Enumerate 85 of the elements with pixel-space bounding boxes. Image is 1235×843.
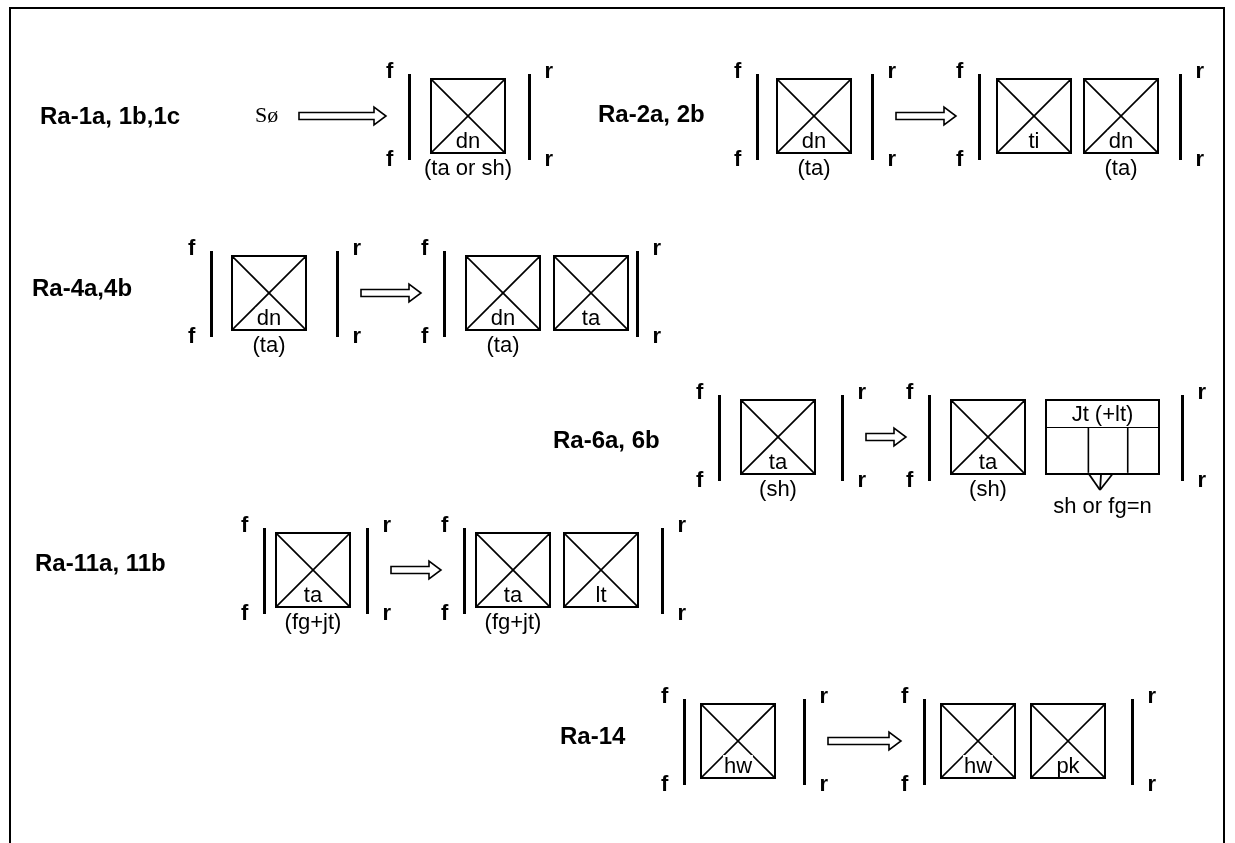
crossed-box	[563, 532, 639, 608]
crossed-box	[465, 255, 541, 331]
side-letter: r	[819, 773, 828, 795]
side-letter: r	[652, 237, 661, 259]
rule-label: Ra-1a, 1b,1c	[40, 104, 181, 128]
side-letter: r	[887, 60, 896, 82]
side-letter: r	[544, 60, 553, 82]
side-letter: r	[1195, 60, 1204, 82]
crossed-box	[740, 399, 816, 475]
side-letter: f	[421, 237, 429, 259]
annotation-text: sh or fg=n	[1053, 495, 1152, 517]
crossed-box	[950, 399, 1026, 475]
side-letter: r	[352, 325, 361, 347]
side-letter: f	[956, 60, 964, 82]
hollow-arrow	[865, 426, 908, 448]
side-letter: f	[441, 514, 449, 536]
side-letter: r	[652, 325, 661, 347]
hollow-arrow	[360, 282, 423, 304]
side-letter: f	[421, 325, 429, 347]
rule-label: Ra-2a, 2b	[598, 102, 705, 126]
side-letter: r	[819, 685, 828, 707]
hollow-arrow	[895, 105, 958, 127]
side-letter: f	[661, 685, 669, 707]
side-letter: r	[352, 237, 361, 259]
box-label: Jt (+lt)	[1071, 403, 1134, 425]
annotation-text: (fg+jt)	[484, 611, 542, 633]
crossed-box	[940, 703, 1016, 779]
annotation-text: (ta or sh)	[424, 157, 512, 179]
side-letter: f	[441, 602, 449, 624]
annotation-text: (ta)	[252, 334, 286, 356]
rule-label: Ra-4a,4b	[32, 276, 133, 300]
crossed-box	[776, 78, 852, 154]
annotation-text: (sh)	[969, 478, 1007, 500]
side-letter: f	[734, 148, 742, 170]
box-label: pk	[1055, 755, 1081, 777]
hollow-arrow	[827, 730, 903, 752]
rule-label: Ra-14	[560, 724, 626, 748]
side-letter: r	[857, 381, 866, 403]
divided-box	[1045, 399, 1160, 475]
side-letter: r	[677, 602, 686, 624]
crossed-box	[996, 78, 1072, 154]
crossed-box	[553, 255, 629, 331]
side-letter: f	[188, 237, 196, 259]
hollow-arrow	[298, 105, 388, 127]
side-letter: r	[1197, 381, 1206, 403]
crossed-box	[475, 532, 551, 608]
side-letter: f	[956, 148, 964, 170]
side-letter: r	[1147, 685, 1156, 707]
side-letter: f	[241, 514, 249, 536]
crossed-box	[430, 78, 506, 154]
annotation-text: (ta)	[1104, 157, 1138, 179]
hollow-arrow	[390, 559, 443, 581]
crossed-box	[700, 703, 776, 779]
annotation-text: (sh)	[759, 478, 797, 500]
side-letter: r	[677, 514, 686, 536]
side-letter: f	[696, 469, 704, 491]
crossed-box	[275, 532, 351, 608]
side-letter: f	[696, 381, 704, 403]
side-letter: f	[386, 148, 394, 170]
side-letter: f	[734, 60, 742, 82]
side-letter: r	[1197, 469, 1206, 491]
side-letter: f	[901, 685, 909, 707]
side-letter: r	[887, 148, 896, 170]
side-letter: f	[188, 325, 196, 347]
side-letter: f	[386, 60, 394, 82]
side-letter: f	[901, 773, 909, 795]
rule-label: Ra-6a, 6b	[553, 428, 660, 452]
crossed-box	[1083, 78, 1159, 154]
side-letter: f	[906, 381, 914, 403]
crossed-box	[231, 255, 307, 331]
crossed-box	[1030, 703, 1106, 779]
side-letter: f	[241, 602, 249, 624]
side-letter: f	[661, 773, 669, 795]
side-letter: r	[1195, 148, 1204, 170]
side-letter: r	[1147, 773, 1156, 795]
side-letter: r	[857, 469, 866, 491]
side-letter: r	[382, 514, 391, 536]
rule-label: Ra-11a, 11b	[35, 551, 166, 575]
annotation-text: (ta)	[486, 334, 520, 356]
annotation-text: (ta)	[797, 157, 831, 179]
side-letter: r	[544, 148, 553, 170]
side-letter: r	[382, 602, 391, 624]
side-letter: f	[906, 469, 914, 491]
symbol-text: Sø	[255, 104, 279, 126]
annotation-text: (fg+jt)	[284, 611, 342, 633]
